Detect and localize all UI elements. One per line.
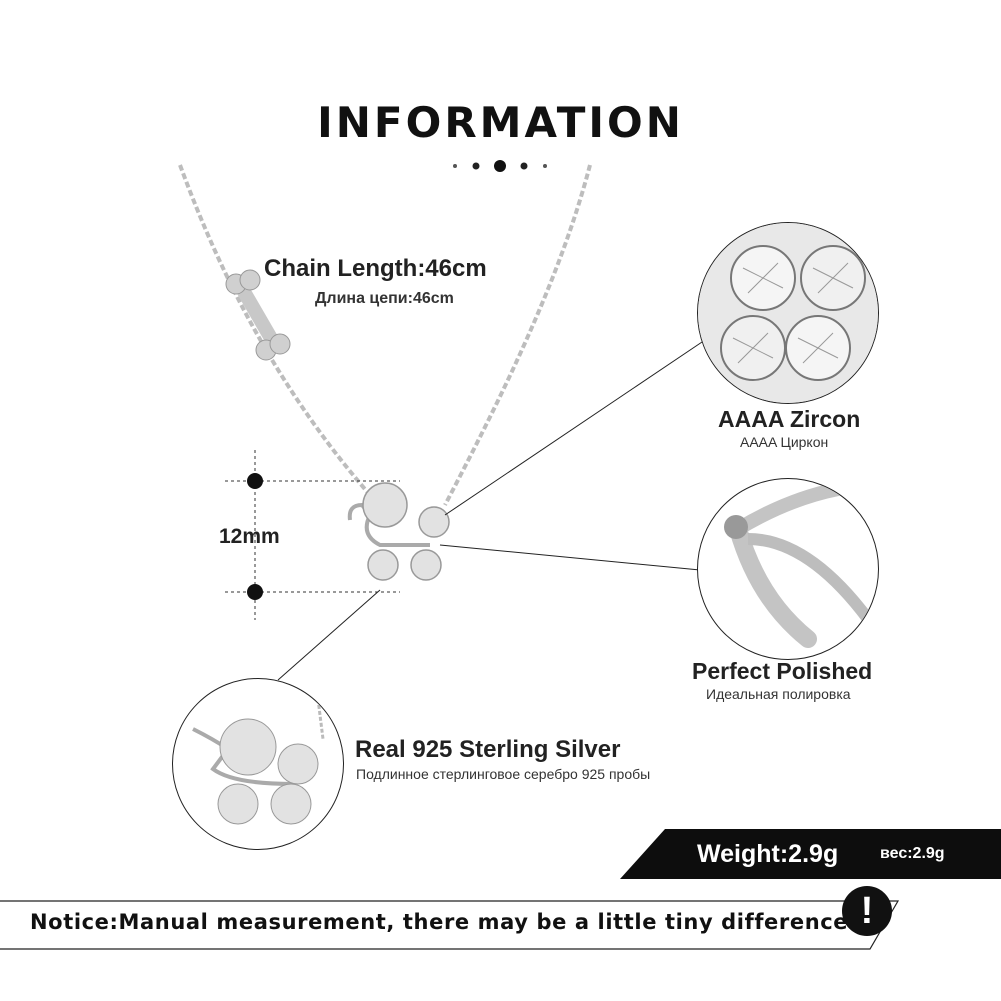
pendant-size-label: 12mm — [219, 525, 280, 548]
exclamation-icon: ! — [842, 886, 892, 936]
chain-length-label-ru: Длина цепи:46cm — [315, 290, 454, 307]
dog-pendant — [347, 482, 450, 581]
silver-title: Real 925 Sterling Silver — [355, 736, 621, 763]
weight-label-ru: вес:2.9g — [880, 845, 945, 862]
title-dots-decoration — [453, 160, 547, 172]
polish-detail-circle — [697, 478, 879, 660]
weight-label: Weight:2.9g — [697, 840, 839, 868]
silver-subtitle: Подлинное стерлинговое серебро 925 пробы — [356, 766, 651, 782]
weight-banner — [620, 829, 1001, 879]
silver-detail-circle — [172, 678, 344, 850]
zircon-title: AAAA Zircon — [718, 406, 861, 432]
leader-silver — [277, 589, 381, 681]
leader-polish — [439, 544, 701, 571]
chain-right — [443, 164, 592, 506]
zircon-subtitle: AAAA Циркон — [740, 434, 829, 450]
chain-left — [178, 164, 372, 497]
polish-subtitle: Идеальная полировка — [706, 686, 851, 702]
zircon-detail-circle — [697, 222, 879, 404]
pendant-closeup-image — [192, 698, 325, 825]
polished-wire-image — [724, 482, 873, 648]
bone-charm — [225, 269, 291, 361]
notice-text: Notice:Manual measurement, there may be … — [30, 910, 857, 934]
zircon-stones-image — [698, 223, 878, 403]
measurement-guide — [225, 450, 400, 620]
page-title: INFORMATION — [317, 98, 684, 147]
chain-length-label: Chain Length:46cm — [264, 255, 487, 282]
polish-title: Perfect Polished — [692, 658, 873, 684]
leader-zircon — [444, 339, 706, 516]
